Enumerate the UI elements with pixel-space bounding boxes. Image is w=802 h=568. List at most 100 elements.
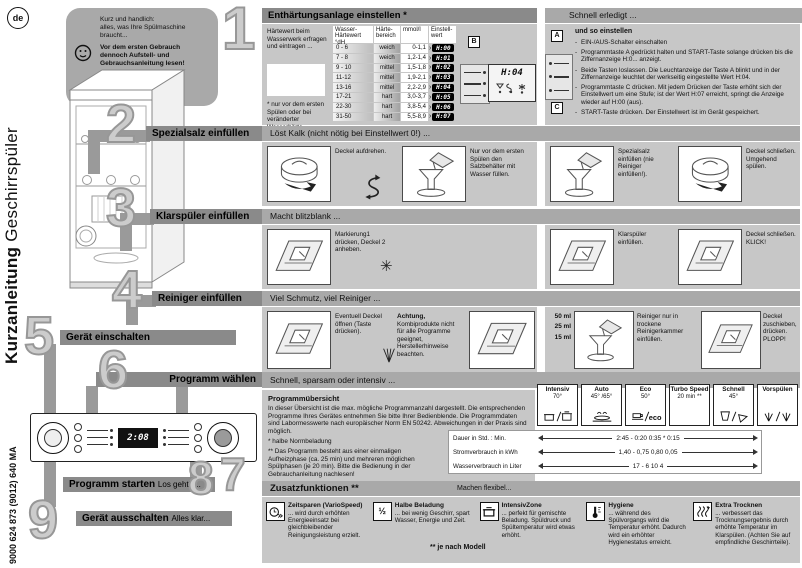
water-row: Wasserverbrauch in Liter 17 - 6 10 4 (449, 459, 761, 473)
extra-intensivzone: IntensivZone ... perfekt für gemischte B… (479, 502, 583, 558)
extra-halbe-beladung: ½ Halbe Beladung ... bei wenig Geschirr,… (372, 502, 476, 558)
table-cell: mittel (374, 73, 400, 83)
dose-15ml: 15 ml (554, 333, 571, 341)
salt-fill-salt-image (550, 146, 614, 202)
button-panel-ac (545, 54, 573, 100)
row-values: 17 - 6 10 4 (632, 462, 664, 470)
softener-note-top: Härtewert beim Wasserwerk erfragen und e… (267, 28, 327, 51)
hardness-display-value: H:04 (501, 68, 523, 78)
document-title: Kurzanleitung Geschirrspüler (2, 34, 22, 364)
column-header: Einstell-wert (429, 26, 456, 43)
rinse-fill-image (550, 229, 614, 285)
rinse-box-left: Markierung1 drücken, Deckel 2 anheben. ✳ (262, 225, 537, 289)
extras-title-strip: Zusatzfunktionen ** Machen flexibel... (262, 481, 800, 496)
quick-header-strip: Schnell erledigt ... (545, 8, 802, 23)
row-label: Dauer in Std. : Min. (453, 434, 506, 442)
step3-title-bar: Klarspüler einfüllen (150, 209, 262, 224)
table-cell: 17-21 (333, 92, 373, 102)
detergent-warning-text: Kombiprodukte nicht für alle Programme g… (397, 320, 455, 358)
quick-step: EIN-/AUS-Schalter einschalten (575, 39, 795, 46)
table-cell: hart (374, 92, 400, 102)
extra-hygiene: Hygiene ... während des Spülvorgangs wir… (586, 502, 689, 558)
table-cell: H:03 (429, 73, 456, 82)
program-buttons-left (87, 429, 113, 446)
dishwasher-illustration (68, 69, 186, 289)
extras-note: Machen flexibel... (457, 485, 512, 492)
step3-subtitle-strip: Macht blitzblank ... (262, 209, 800, 224)
sparkle-icon: ✳ (380, 258, 393, 275)
softener-box: Härtewert beim Wasserwerk erfragen und e… (262, 24, 537, 131)
step-number-9: 9 (27, 490, 59, 550)
salt-caption-3: Spezialsalz einfüllen (nie Reiniger einf… (618, 148, 654, 178)
program-overview-body: In dieser Übersicht ist die max. möglich… (268, 405, 527, 436)
program-footnote-2: ** Das Programm besteht aus einer einmal… (268, 448, 415, 479)
glasses-icon (717, 410, 751, 423)
table-cell: 5,5-8,9 (401, 112, 428, 122)
sprinkle-icon (383, 348, 395, 363)
quick-step: Programmtaste A gedrückt halten und STAR… (575, 49, 795, 63)
half-load-icon: ½ (372, 502, 392, 521)
table-cell: 31-50 (333, 112, 373, 122)
start-knob (207, 421, 239, 454)
detergent-open-image (267, 311, 331, 369)
bubble-bold-line: Vor dem ersten Gebrauch (100, 43, 181, 51)
salt-caption-2: Nur vor dem ersten Spülen den Salzbehält… (470, 148, 524, 178)
table-cell: H:07 (429, 112, 456, 122)
label-a: A (551, 30, 563, 42)
step-number-1: 1 (221, 0, 256, 62)
table-cell: weich (374, 44, 400, 53)
row-values: 1,40 - 0,75 0,80 0,05 (618, 448, 678, 456)
table-cell: mittel (374, 63, 400, 73)
language-badge: de (7, 7, 29, 29)
table-cell: H:06 (429, 103, 456, 112)
bubble-line: Kurz und handlich: (100, 16, 155, 23)
energy-row: Stromverbrauch in kWh 1,40 - 0,75 0,80 0… (449, 445, 761, 459)
row-values: 2:45 - 0:20 0:35 * 0:15 (616, 434, 680, 442)
quick-heading: und so einstellen (575, 28, 633, 35)
program-data-table: Dauer in Std. : Min. 2:45 - 0:20 0:35 * … (448, 430, 762, 474)
detergent-caption-1: Eventuell Deckel öffnen (Taste drücken). (335, 313, 382, 336)
salt-caption-1: Deckel aufdrehen. (335, 148, 387, 155)
salt-fill-water-image (402, 146, 466, 202)
detergent-caption-2: Reiniger nur in trockene Reinigerkammer … (637, 313, 684, 343)
rinse-caption-3: Deckel schließen. KLICK! (746, 231, 796, 246)
connector (190, 459, 202, 479)
detergent-close-image (701, 311, 761, 369)
bubble-line: braucht... (100, 32, 128, 40)
table-cell: mittel (374, 83, 400, 92)
detergent-fill-image (574, 311, 634, 369)
salt-turn-icon (365, 174, 381, 200)
indicator-lights (74, 422, 82, 453)
table-cell: 7 - 8 (333, 53, 373, 63)
program-overview-heading: Programmübersicht (268, 394, 340, 403)
connector (176, 386, 188, 415)
control-panel-illustration: 2:08 (30, 413, 257, 462)
connector (86, 386, 98, 415)
table-cell: 1,2-1,4 (401, 53, 428, 63)
dosing-marks: 50 ml 25 ml 15 ml (547, 312, 571, 343)
detergent-caption-3: Deckel zuschieben, drücken. PLOPP! (763, 313, 797, 343)
smiley-icon (74, 44, 92, 62)
bubble-bold-line: Gebrauchsanleitung lesen! (100, 60, 185, 68)
detergent-warning: Achtung, Kombiprodukte nicht für alle Pr… (397, 313, 463, 359)
table-cell: H:02 (429, 63, 456, 73)
connector (44, 461, 56, 507)
salt-box-left: Deckel aufdrehen. Nur vor dem ersten Spü… (262, 142, 537, 206)
hardness-display: H:04 (488, 64, 536, 102)
rinse-caption-2: Klarspüler einfüllen. (618, 231, 647, 246)
extra-dry-icon (693, 502, 713, 521)
table-cell: H:01 (429, 54, 456, 63)
rinse-box-right: Klarspüler einfüllen. Deckel schließen. … (545, 225, 800, 289)
model-note: ** je nach Modell (430, 544, 486, 551)
label-b: B (468, 36, 480, 48)
step-number-5: 5 (23, 306, 55, 366)
table-cell: hart (374, 112, 400, 122)
bubble-bold-line: dennoch Aufstell- und (100, 51, 170, 59)
extras-title: Zusatzfunktionen ** (270, 483, 359, 494)
connector (120, 213, 154, 225)
step2-subtitle-strip: Löst Kalk (nicht nötig bei Einstellwert … (262, 126, 800, 141)
program-vorspuelen: Vorspülen (757, 384, 798, 426)
